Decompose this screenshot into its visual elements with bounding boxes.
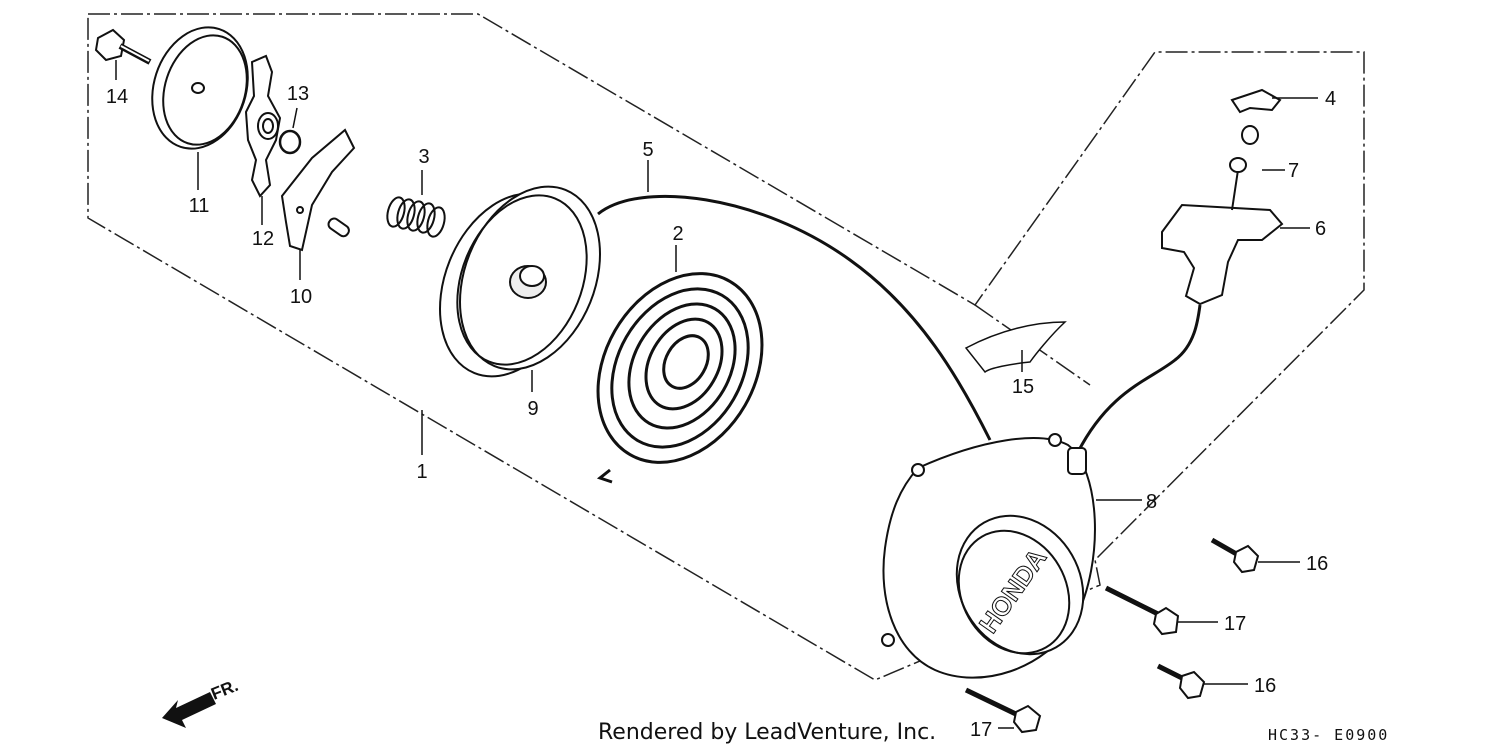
callout-16-lower: 16 <box>1254 675 1276 697</box>
friction-plate-11 <box>151 26 249 150</box>
bolt-14 <box>94 28 152 65</box>
starter-grip-6 <box>1161 203 1284 306</box>
callout-10: 10 <box>290 286 312 308</box>
callout-12: 12 <box>252 228 274 250</box>
bolt-16-lower <box>1156 663 1206 700</box>
callout-17-lower: 17 <box>970 719 992 741</box>
group-outline-assembly-1 <box>87 13 1365 681</box>
callout-15: 15 <box>1012 376 1034 398</box>
callout-5: 5 <box>642 139 653 161</box>
ratchet-10 <box>280 128 356 252</box>
bolt-17-lower <box>964 687 1042 734</box>
callout-6: 6 <box>1315 218 1326 240</box>
bolt-17-upper <box>1104 585 1180 636</box>
label-sticker-15 <box>964 321 1067 374</box>
spiral-spring-2 <box>596 272 764 484</box>
callout-14: 14 <box>106 86 128 108</box>
spring-13 <box>278 129 302 155</box>
callout-11: 11 <box>189 195 210 217</box>
callout-2: 2 <box>672 223 683 245</box>
callout-3: 3 <box>418 146 429 168</box>
callout-7: 7 <box>1288 160 1299 182</box>
render-credit: Rendered by LeadVenture, Inc. <box>598 720 937 745</box>
callout-9: 9 <box>527 398 538 420</box>
front-direction-label: FR. <box>208 676 241 704</box>
leader-lines <box>115 60 1318 729</box>
starter-case-8: HONDA <box>881 433 1096 679</box>
callout-8: 8 <box>1146 491 1157 513</box>
rope-to-grip <box>1076 304 1202 453</box>
bolt-16-upper <box>1210 537 1260 574</box>
pin <box>327 217 350 238</box>
clip-4 <box>1230 88 1282 114</box>
callout-13: 13 <box>287 83 309 105</box>
ratchet-guide-12 <box>244 54 282 198</box>
spring-3 <box>386 196 446 238</box>
reel-9 <box>439 185 601 378</box>
callout-16-upper: 16 <box>1306 553 1328 575</box>
callout-17-upper: 17 <box>1224 613 1246 635</box>
callout-4: 4 <box>1325 88 1336 110</box>
drawing-code: HC33- E0900 <box>1268 726 1390 744</box>
rope-5 <box>597 194 992 441</box>
rope-end-7 <box>1229 125 1259 211</box>
callout-1: 1 <box>416 461 427 483</box>
front-direction-arrow-icon: FR. <box>162 676 241 728</box>
